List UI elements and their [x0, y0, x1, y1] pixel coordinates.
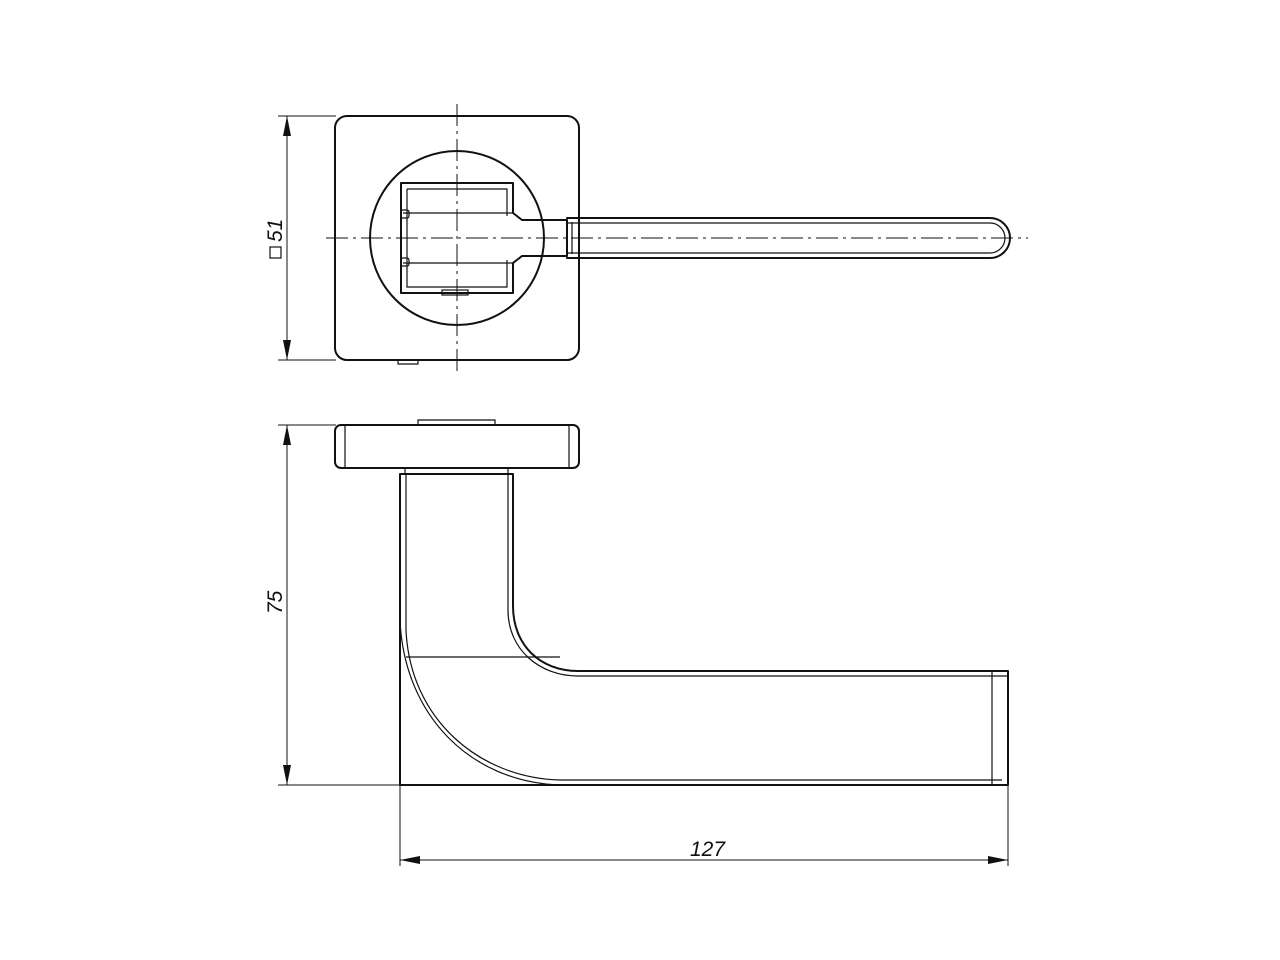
rose-top-tab [417, 419, 496, 425]
neck-groove-top [400, 209, 410, 219]
lever-inner-line [405, 474, 1002, 781]
lever-top-inner [507, 474, 1008, 677]
top-view: 51 [264, 104, 1028, 372]
lever-body-side [399, 473, 1009, 786]
neck-groove-bottom [400, 257, 410, 267]
lever-curve-outer [399, 619, 561, 786]
dimension-length: 127 [399, 785, 1009, 866]
square-symbol [269, 246, 282, 259]
dimension-rose-size: 51 [264, 115, 336, 361]
rose-size-label: 51 [264, 219, 287, 242]
set-screw-mark [441, 289, 469, 296]
side-view: 75 127 [264, 419, 1009, 866]
rose-plate-side [334, 424, 580, 469]
dimension-height: 75 [264, 424, 400, 786]
rose-notch [397, 360, 419, 365]
height-label: 75 [264, 590, 287, 614]
length-label: 127 [690, 838, 726, 861]
rose-plate-bevel [344, 425, 570, 468]
